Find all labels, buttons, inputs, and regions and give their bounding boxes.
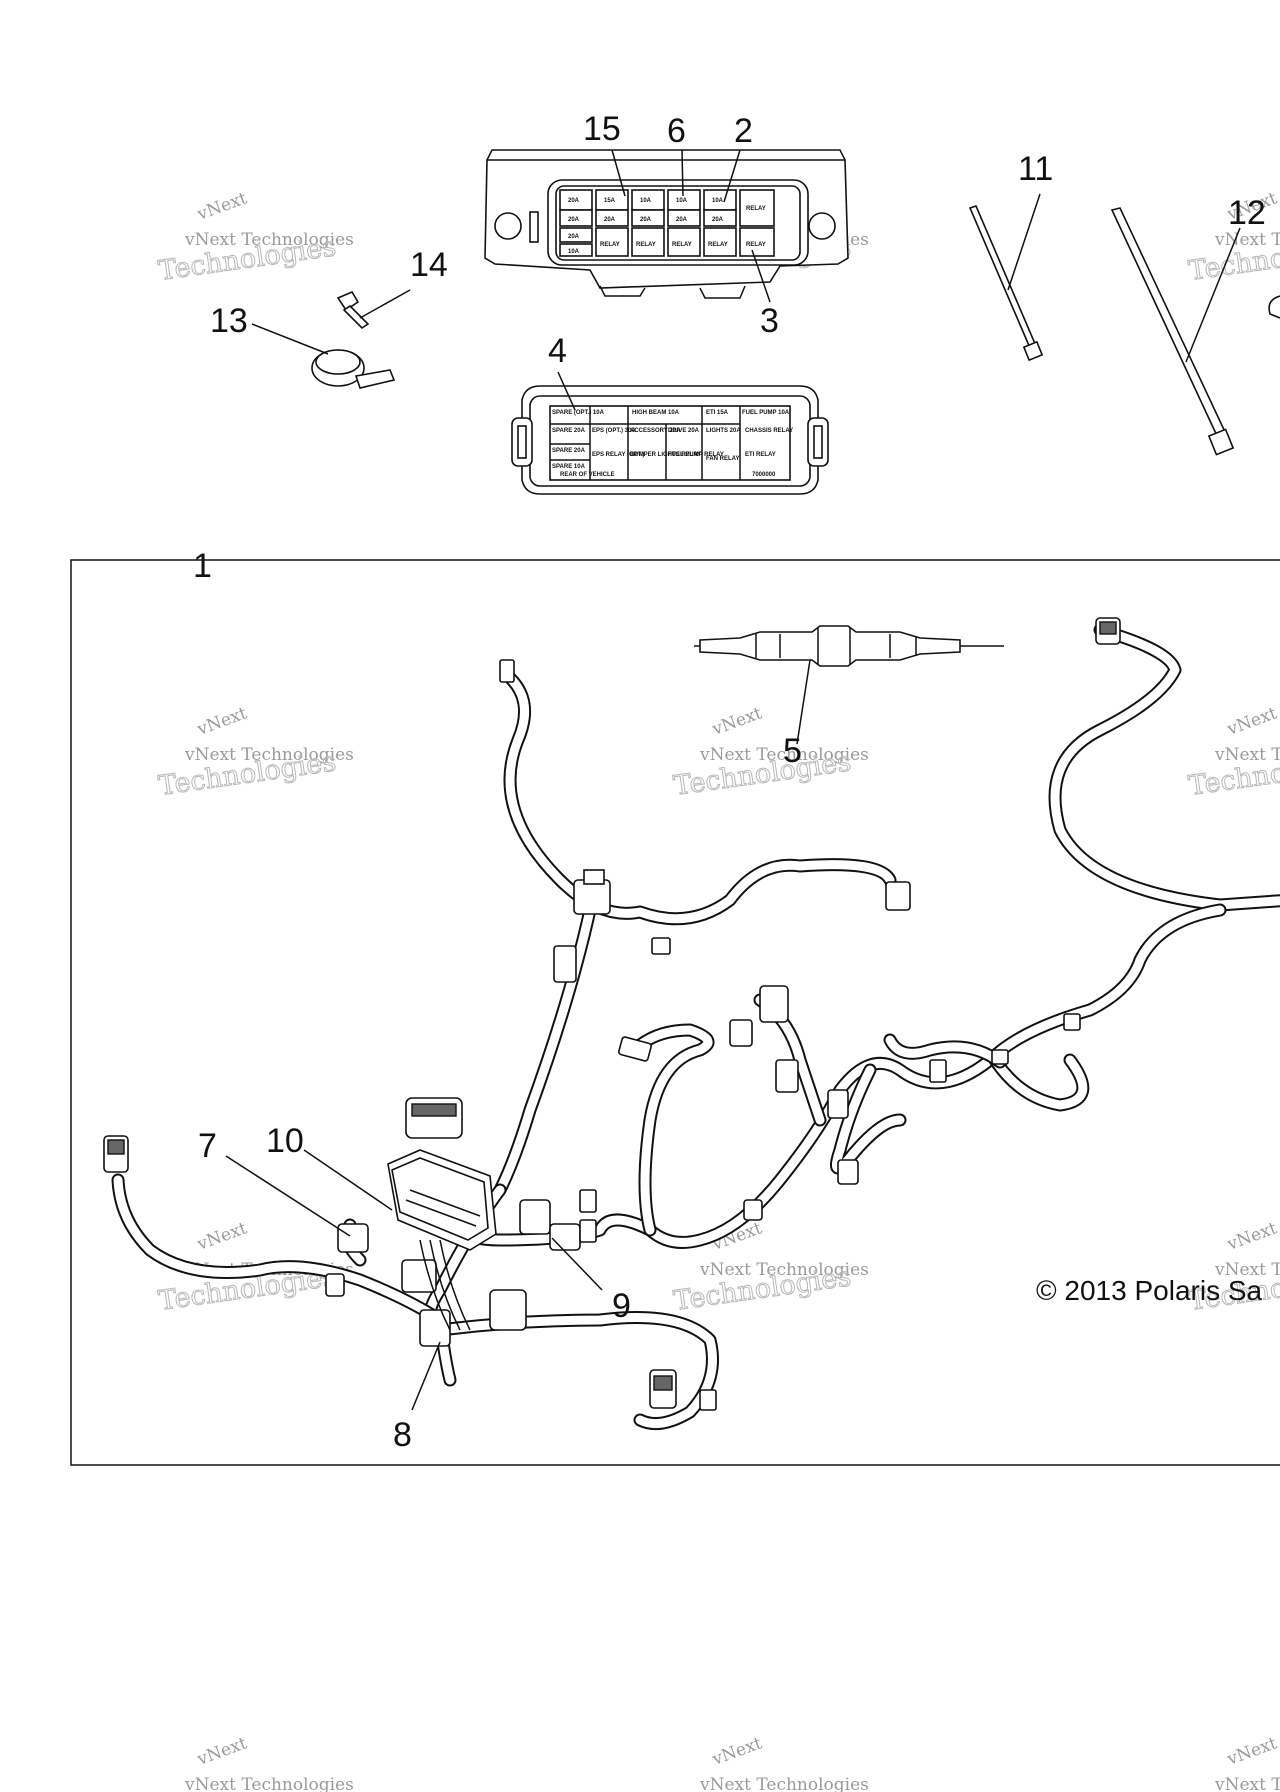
callout-10: 10 (266, 1122, 304, 1160)
svg-text:ETI 15A: ETI 15A (706, 410, 729, 416)
svg-text:vNext: vNext (194, 188, 250, 225)
svg-text:15A: 15A (604, 198, 616, 204)
watermark: vNext vNext Technologies (184, 1733, 354, 1792)
svg-text:vNext: vNext (709, 1733, 765, 1770)
cable-tie-short (968, 205, 1044, 362)
watermark: vNext vNext Technologies (1214, 1733, 1280, 1792)
watermark: vNext vNext Technologies Technologies (1186, 703, 1280, 802)
bolt (336, 290, 370, 330)
svg-text:vNext Technologies: vNext Technologies (1214, 745, 1280, 765)
svg-text:7000000: 7000000 (752, 472, 776, 478)
svg-text:vNext Technologies: vNext Technologies (699, 1775, 869, 1792)
svg-text:vNext: vNext (709, 703, 765, 740)
svg-text:BUMPER LIGHTS RELAY: BUMPER LIGHTS RELAY (630, 452, 701, 458)
callout-4: 4 (548, 332, 567, 370)
partial-part-edge (1268, 295, 1280, 319)
fuse-box-cover: SPARE (OPT.) 10A HIGH BEAM 10A ETI 15A F… (511, 385, 829, 495)
svg-text:FAN RELAY: FAN RELAY (706, 456, 739, 462)
svg-text:vNext: vNext (1224, 703, 1280, 740)
svg-text:10A: 10A (568, 249, 580, 255)
callout-7: 7 (198, 1127, 217, 1165)
watermark: vNext vNext Technologies Technologies (156, 188, 354, 287)
fusible-link (694, 625, 1004, 667)
svg-text:10A: 10A (712, 198, 724, 204)
copyright-notice: © 2013 Polaris Sa (1036, 1275, 1263, 1306)
svg-text:ACCESSORY 20A: ACCESSORY 20A (630, 428, 681, 434)
svg-text:RELAY: RELAY (600, 242, 620, 248)
fuse-box: 20A 15A 10A 10A 10A RELAY 20A 20A 20A 20… (484, 149, 849, 299)
svg-text:DRIVE 20A: DRIVE 20A (668, 428, 700, 434)
svg-text:20A: 20A (712, 217, 724, 223)
callout-6: 6 (667, 112, 686, 150)
harness-frame (70, 559, 1280, 1466)
svg-text:SPARE 20A: SPARE 20A (552, 428, 586, 434)
svg-text:FUEL PUMP 10A: FUEL PUMP 10A (742, 410, 790, 416)
callout-3: 3 (760, 302, 779, 340)
callout-1: 1 (193, 547, 212, 585)
leader-lines (225, 149, 1241, 1411)
svg-text:20A: 20A (604, 217, 616, 223)
svg-text:vNext: vNext (194, 703, 250, 740)
callout-5: 5 (783, 732, 802, 770)
svg-text:20A: 20A (640, 217, 652, 223)
svg-text:vNext Technologies: vNext Technologies (184, 230, 354, 250)
callout-11: 11 (1018, 150, 1053, 188)
watermark: vNext vNext Technologies (699, 1733, 869, 1792)
watermark: vNext vNext Technologies Technologies (671, 703, 869, 802)
svg-text:vNext Technologies: vNext Technologies (184, 1775, 354, 1792)
svg-text:LIGHTS 20A: LIGHTS 20A (706, 428, 741, 434)
svg-text:REAR OF VEHICLE: REAR OF VEHICLE (560, 472, 615, 478)
callout-13: 13 (210, 302, 248, 340)
svg-text:CHASSIS RELAY: CHASSIS RELAY (745, 428, 793, 434)
svg-text:EPS (OPT.) 30A: EPS (OPT.) 30A (592, 428, 636, 434)
svg-text:SPARE 20A: SPARE 20A (552, 448, 586, 454)
p-clamp (311, 349, 396, 389)
watermark: vNext vNext Technologies Technologies (156, 703, 354, 802)
svg-text:SPARE 10A: SPARE 10A (552, 464, 586, 470)
svg-text:ETI RELAY: ETI RELAY (745, 452, 776, 458)
fuse-grid: 20A 15A 10A 10A 10A RELAY 20A 20A 20A 20… (559, 189, 775, 257)
svg-text:vNext Technologies: vNext Technologies (1214, 1260, 1280, 1280)
relay-module (387, 1149, 497, 1331)
svg-text:HIGH BEAM 10A: HIGH BEAM 10A (632, 410, 680, 416)
callout-15: 15 (583, 110, 621, 148)
svg-text:vNext Technologies: vNext Technologies (1214, 230, 1280, 250)
svg-text:RELAY: RELAY (746, 206, 766, 212)
svg-text:10A: 10A (640, 198, 652, 204)
svg-text:EPS RELAY (OPT.): EPS RELAY (OPT.) (592, 452, 644, 458)
svg-text:RELAY: RELAY (746, 242, 766, 248)
svg-text:20A: 20A (568, 234, 580, 240)
svg-text:RELAY: RELAY (672, 242, 692, 248)
callouts: 1 2 3 4 5 6 7 8 9 10 11 12 13 14 15 (193, 110, 1266, 1454)
svg-text:RELAY: RELAY (708, 242, 728, 248)
callout-2: 2 (734, 112, 753, 150)
harness-connectors (103, 617, 1121, 1411)
svg-text:20A: 20A (568, 217, 580, 223)
svg-text:vNext Technologies: vNext Technologies (699, 745, 869, 765)
callout-14: 14 (410, 246, 448, 284)
callout-8: 8 (393, 1416, 412, 1454)
svg-text:RELAY: RELAY (636, 242, 656, 248)
svg-text:SPARE (OPT.) 10A: SPARE (OPT.) 10A (552, 410, 605, 416)
svg-text:vNext Technologies: vNext Technologies (1214, 1775, 1280, 1792)
svg-text:20A: 20A (568, 198, 580, 204)
callout-9: 9 (612, 1287, 631, 1325)
svg-text:vNext Technologies: vNext Technologies (699, 1260, 869, 1280)
svg-text:20A: 20A (676, 217, 688, 223)
svg-text:vNext Technologies: vNext Technologies (184, 745, 354, 765)
svg-text:vNext: vNext (1224, 1218, 1280, 1255)
svg-text:10A: 10A (676, 198, 688, 204)
svg-text:vNext: vNext (194, 1733, 250, 1770)
svg-text:FUEL PUMP RELAY: FUEL PUMP RELAY (668, 452, 724, 458)
svg-text:vNext: vNext (1224, 1733, 1280, 1770)
cable-tie-long (1110, 207, 1235, 456)
svg-text:vNext: vNext (194, 1218, 250, 1255)
callout-12: 12 (1228, 194, 1266, 232)
